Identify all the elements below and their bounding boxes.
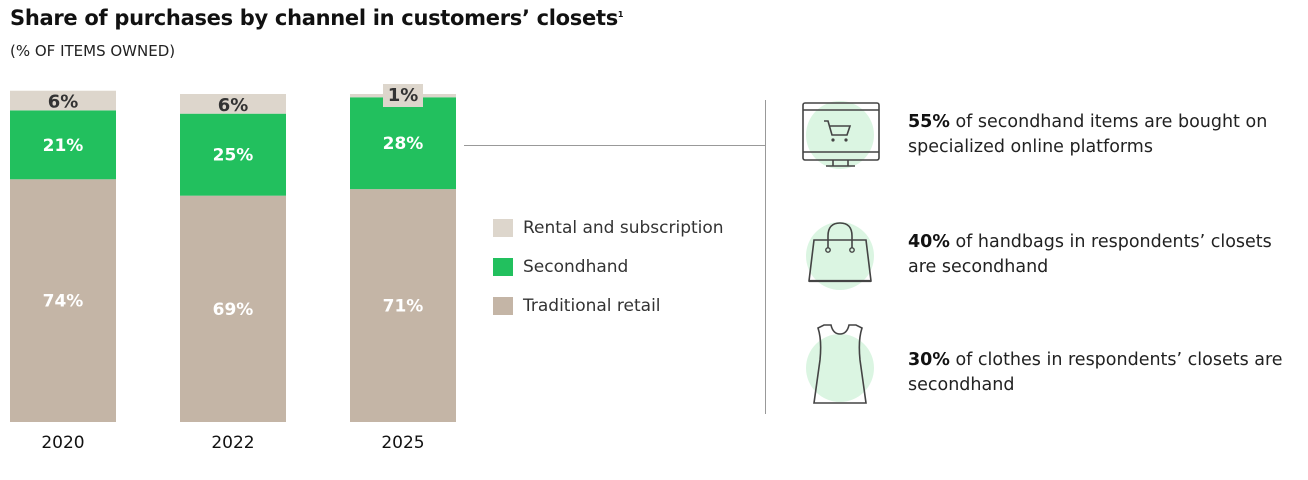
stacked-bar-chart: 74% 21% 6% 2020 69% 25% 6% 2022 71% 28% 1% 2025 [10,84,456,453]
x-tick-label-2025: 2025 [381,433,424,453]
legend-swatch-secondhand [493,257,513,276]
fact-description: of secondhand items are bought on specia… [908,112,1268,157]
bar-segment-rental-2022 [180,94,286,114]
data-label-secondhand-2020: 21% [43,136,84,156]
legend-label-traditional: Traditional retail [523,295,661,316]
chart-title: Share of purchases by channel in custome… [10,6,624,30]
bar-segment-secondhand-2025 [350,97,456,190]
legend-item-secondhand: Secondhand [493,247,724,286]
fact-highlight: 30% [908,350,950,370]
computer-cart-icon [802,101,880,169]
data-label-rental-2022: 6% [218,95,249,116]
bar-segment-traditional-2025 [350,189,456,422]
fact-text-clothes: 30% of clothes in respondents’ closets a… [908,348,1300,398]
legend-swatch-rental [493,218,513,237]
data-label-traditional-2025: 71% [383,297,424,317]
data-label-rental-2025: 1% [388,85,419,106]
handbag-icon [806,222,874,290]
bar-segment-secondhand-2022 [180,113,286,196]
legend-item-traditional: Traditional retail [493,286,724,325]
bar-segment-traditional-2022 [180,195,286,422]
title-footnote: 1 [617,10,624,19]
data-label-secondhand-2022: 25% [213,146,254,166]
connector-line [464,145,765,146]
data-label-rental-2020: 6% [48,92,79,113]
fact-description: of clothes in respondents’ closets are s… [908,350,1283,395]
fact-text-online-platforms: 55% of secondhand items are bought on sp… [908,110,1300,160]
title-text: Share of purchases by channel in custome… [10,6,618,30]
bar-segment-traditional-2020 [10,179,116,422]
data-label-traditional-2020: 74% [43,292,84,312]
x-tick-label-2020: 2020 [41,433,84,453]
legend-item-rental: Rental and subscription [493,208,724,247]
fact-online-platforms: 55% of secondhand items are bought on sp… [800,98,1300,188]
x-tick-label-2022: 2022 [211,433,254,453]
fact-handbags: 40% of handbags in respondents’ closets … [800,218,1300,308]
data-label-traditional-2022: 69% [213,300,254,320]
legend-swatch-traditional [493,296,513,315]
fact-description: of handbags in respondents’ closets are … [908,232,1272,277]
fact-clothes: 30% of clothes in respondents’ closets a… [800,324,1300,420]
fact-highlight: 40% [908,232,950,252]
bar-segment-secondhand-2020 [10,110,116,180]
data-label-secondhand-2025: 28% [383,134,424,154]
fact-text-handbags: 40% of handbags in respondents’ closets … [908,230,1300,280]
legend-label-secondhand: Secondhand [523,256,629,277]
fact-highlight: 55% [908,112,950,132]
dress-icon [806,324,874,404]
label-box-rental-2025 [383,84,423,107]
vertical-divider [765,100,766,414]
legend: Rental and subscription Secondhand Tradi… [493,208,724,325]
legend-label-rental: Rental and subscription [523,217,724,238]
bar-segment-rental-2020 [10,90,116,111]
chart-subtitle: (% OF ITEMS OWNED) [10,42,176,60]
